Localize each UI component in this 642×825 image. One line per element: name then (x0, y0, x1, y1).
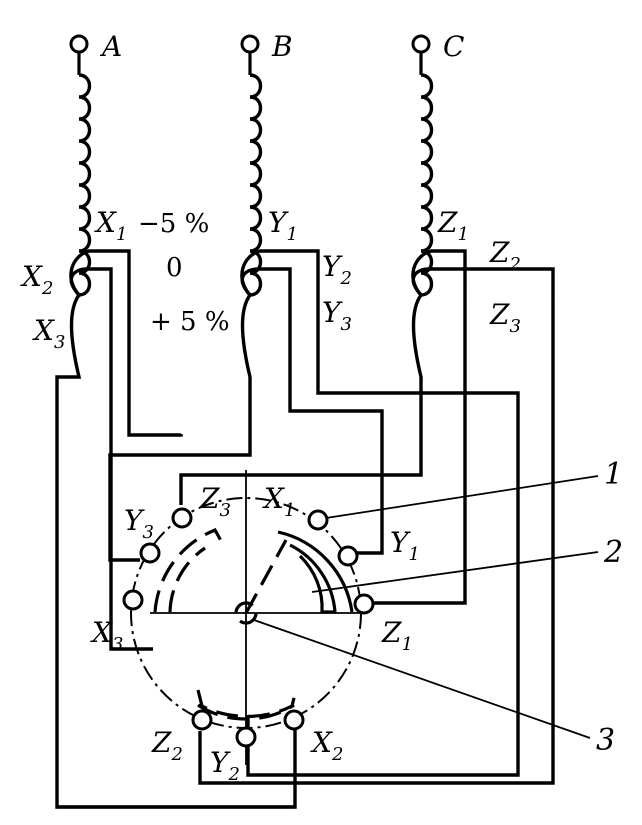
label-y2-switch: Y2 (210, 746, 240, 785)
label-z2-top: Z2 (489, 236, 521, 275)
terminal-x1[interactable] (307, 509, 329, 531)
label-x2-switch: X2 (310, 726, 343, 765)
tap-coils (55, 249, 555, 809)
phase-c: C (411, 30, 464, 297)
callout-1-leader (325, 475, 599, 519)
phase-c-winding (420, 73, 434, 297)
callout-2: 2 (603, 535, 623, 570)
callout-3: 3 (596, 723, 615, 758)
terminal-z3[interactable] (171, 507, 193, 529)
label-y1-top: Y1 (268, 206, 298, 245)
terminal-x2[interactable] (283, 709, 305, 731)
callout-1: 1 (604, 457, 623, 492)
terminal-y1[interactable] (337, 545, 359, 567)
label-x3-top: X3 (32, 314, 65, 353)
center-pivot (234, 601, 258, 625)
phase-b: B (240, 30, 293, 297)
label-x3-switch: X3 (90, 616, 123, 655)
contact-segment-bottom (196, 689, 298, 718)
label-y3-top: Y3 (322, 296, 352, 335)
callouts: 1 2 3 (253, 457, 623, 758)
label-minus-5: −5 % (138, 209, 209, 239)
phase-a-winding (78, 73, 92, 297)
label-z1-switch: Z1 (381, 616, 413, 655)
moving-contact[interactable] (277, 530, 354, 614)
callout-2-leader (311, 551, 599, 593)
phase-b-terminal (240, 34, 260, 54)
phase-b-winding (249, 73, 263, 297)
contact-segment-left (153, 527, 227, 613)
label-z3-switch: Z3 (199, 482, 231, 521)
callout-3-leader (253, 619, 591, 739)
phase-a-terminal (69, 34, 89, 54)
phase-c-label: C (443, 30, 464, 63)
phase-a-label: A (99, 30, 122, 63)
label-z3-top: Z3 (489, 298, 521, 337)
label-plus-5: + 5 % (150, 307, 230, 337)
terminal-y2[interactable] (235, 726, 257, 748)
phase-b-label: B (271, 30, 293, 63)
tap-labels: X1 −5 % 0 + 5 % X2 X3 Y1 Y2 Y3 Z1 Z2 Z3 … (20, 206, 521, 785)
terminal-x3[interactable] (122, 589, 144, 611)
phase-c-terminal (411, 34, 431, 54)
connection-wires (57, 805, 295, 809)
label-y3-switch: Y3 (124, 504, 154, 543)
label-z1-top: Z1 (437, 206, 469, 245)
label-y2-top: Y2 (322, 250, 352, 289)
label-x1-top: X1 (94, 206, 127, 245)
terminal-z2[interactable] (191, 709, 213, 731)
terminal-z1[interactable] (353, 593, 375, 615)
label-zero: 0 (166, 253, 183, 283)
label-x2-top: X2 (20, 260, 53, 299)
label-y1-switch: Y1 (390, 526, 420, 565)
phase-a: A (69, 30, 122, 297)
switch-terminals (122, 507, 375, 748)
label-x1-switch: X1 (262, 482, 295, 521)
terminal-y3[interactable] (139, 542, 161, 564)
label-z2-switch: Z2 (151, 726, 183, 765)
